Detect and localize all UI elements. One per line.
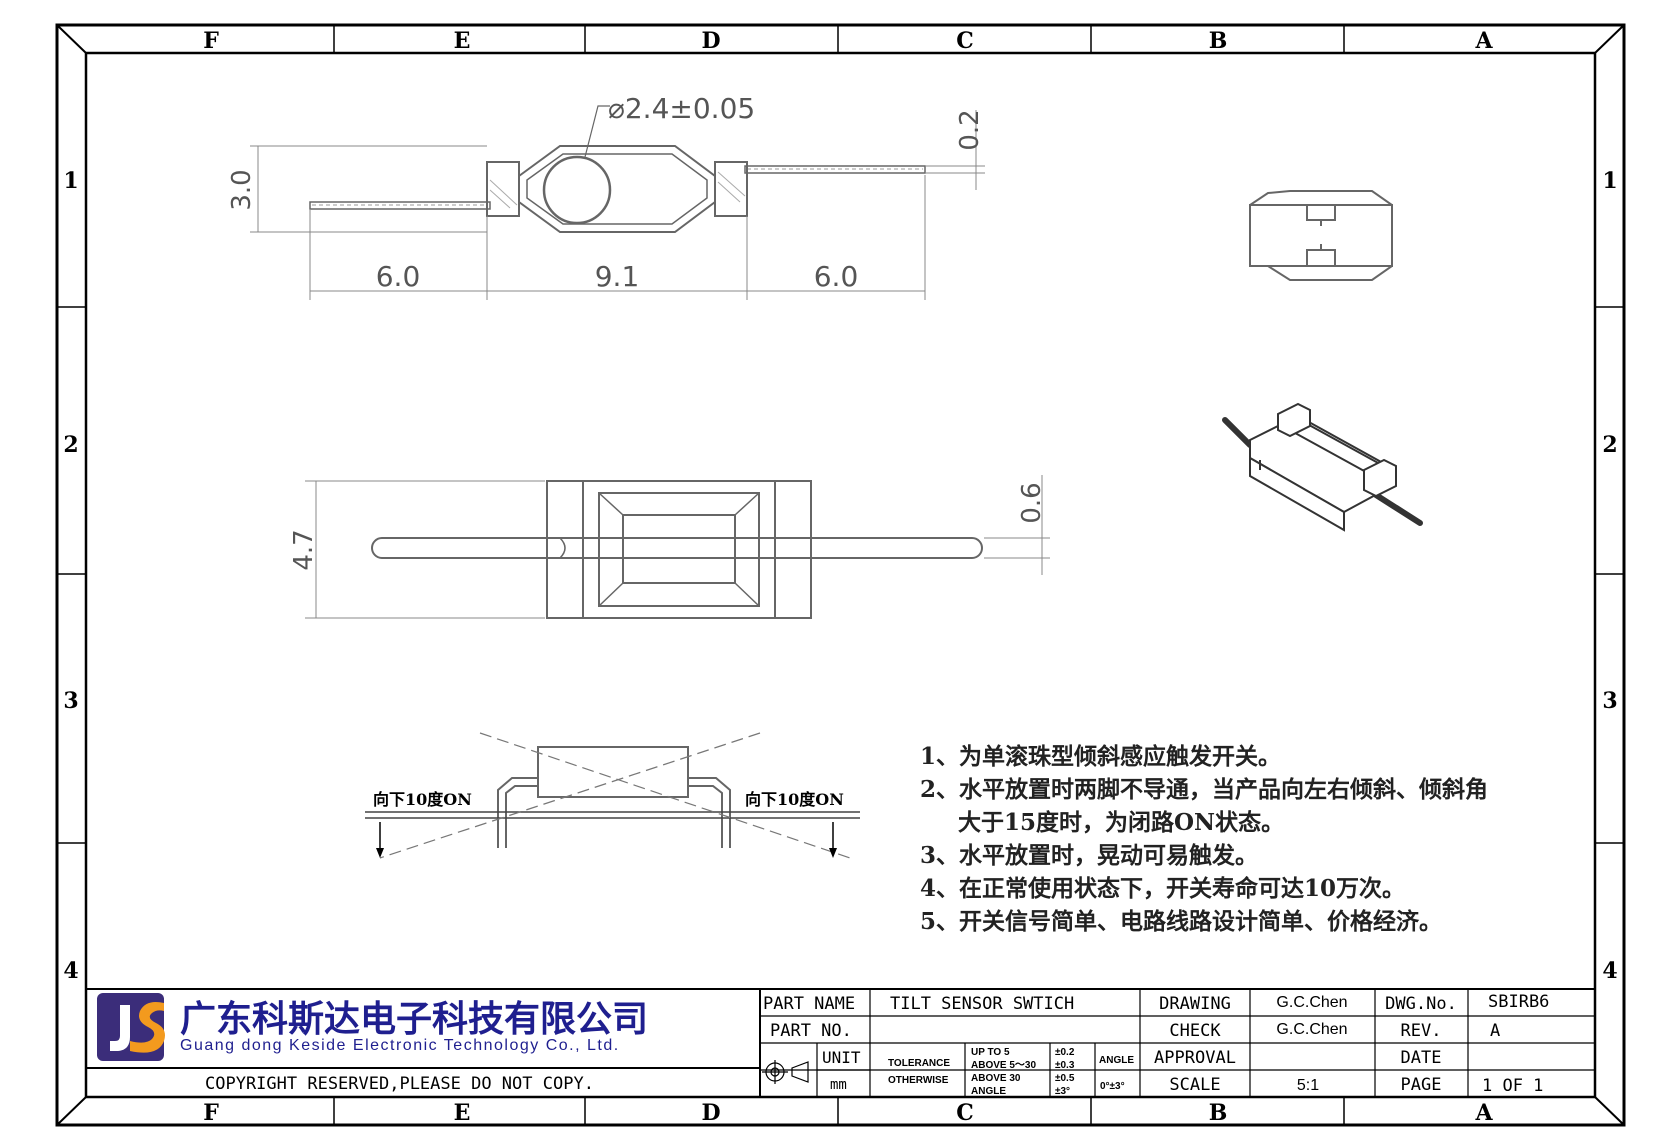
- company-logo-icon: [97, 993, 165, 1061]
- drawing-label: DRAWING: [1159, 994, 1231, 1014]
- column-label-top: F: [203, 28, 219, 54]
- end-view-drawing: [1249, 190, 1393, 281]
- tol-value: ±3°: [1055, 1086, 1070, 1097]
- spec-notes: 1、为单滚珠型倾斜感应触发开关。 2、水平放置时两脚不导通，当产品向左右倾斜、倾…: [920, 740, 1660, 938]
- column-label-top: B: [1209, 28, 1228, 54]
- tol-value: ±0.5: [1055, 1073, 1075, 1084]
- note-line: 5、开关信号简单、电路线路设计简单、价格经济。: [920, 908, 1443, 935]
- body-length-dim-label: 9.1: [595, 260, 640, 293]
- column-label-bottom: F: [203, 1100, 219, 1126]
- column-label-bottom: D: [701, 1100, 720, 1126]
- unit-value: mm: [830, 1077, 847, 1093]
- tilt-left-label: 向下10度ON: [373, 790, 472, 809]
- left-lead-dim-label: 6.0: [376, 260, 421, 293]
- lead-width-dim-label: 0.6: [1017, 482, 1047, 523]
- note-line: 大于15度时，为闭路ON状态。: [958, 809, 1285, 836]
- scale-value: 5:1: [1297, 1077, 1319, 1094]
- approval-label: APPROVAL: [1154, 1048, 1236, 1068]
- page-label: PAGE: [1401, 1075, 1442, 1095]
- note-line: 3、水平放置时，晃动可易触发。: [920, 842, 1259, 869]
- row-label-left: 2: [63, 432, 78, 458]
- column-label-top: E: [454, 28, 471, 54]
- row-label-right: 3: [1602, 688, 1617, 714]
- date-label: DATE: [1401, 1048, 1442, 1068]
- diameter-label: ⌀2.4±0.05: [608, 92, 755, 125]
- tol-value: ±0.3: [1055, 1060, 1075, 1071]
- company-name-cn: 广东科斯达电子科技有限公司: [180, 998, 648, 1039]
- tol-value: ±0.2: [1055, 1047, 1075, 1058]
- tol-range: ABOVE 5～30: [971, 1060, 1036, 1071]
- column-label-bottom: A: [1474, 1100, 1493, 1126]
- row-label-right: 4: [1602, 958, 1617, 984]
- row-label-left: 1: [63, 168, 78, 194]
- part-name-value: TILT SENSOR SWTICH: [890, 994, 1074, 1014]
- column-label-bottom: E: [454, 1100, 471, 1126]
- note-line: 4、在正常使用状态下，开关寿命可达10万次。: [920, 875, 1406, 902]
- plan-view-drawing: 4.7 0.6: [289, 475, 1050, 619]
- tol-range: ABOVE 30: [971, 1073, 1021, 1084]
- drawing-frame: F E D C B A F E D C B A 1 2 3 4 1 2 3 4: [55, 23, 1626, 1127]
- isometric-view-drawing: [1222, 402, 1423, 532]
- projection-symbol-icon: [762, 1060, 809, 1084]
- angle-label: ANGLE: [1099, 1055, 1134, 1066]
- dwg-no-value: SBIRB6: [1488, 992, 1549, 1012]
- tilt-right-label: 向下10度ON: [745, 790, 844, 809]
- lead-thickness-dim-label: 0.2: [955, 109, 985, 150]
- company-name-en: Guang dong Keside Electronic Technology …: [180, 1037, 620, 1054]
- title-block: 广东科斯达电子科技有限公司 Guang dong Keside Electron…: [86, 988, 1595, 1097]
- right-lead-dim-label: 6.0: [814, 260, 859, 293]
- part-name-label: PART NAME: [763, 994, 855, 1014]
- part-no-label: PART NO.: [770, 1021, 852, 1041]
- note-line: 2、水平放置时两脚不导通，当产品向左右倾斜、倾斜角: [920, 776, 1489, 803]
- tol-range: ANGLE: [971, 1086, 1006, 1097]
- dwg-no-label: DWG.No.: [1385, 994, 1457, 1014]
- drawing-value: G.C.Chen: [1276, 994, 1347, 1011]
- column-label-bottom: C: [956, 1100, 974, 1126]
- width-dim-label: 4.7: [289, 529, 319, 570]
- rev-label: REV.: [1401, 1021, 1442, 1041]
- column-label-bottom: B: [1209, 1100, 1228, 1126]
- row-label-left: 4: [63, 958, 78, 984]
- row-label-right: 2: [1602, 432, 1617, 458]
- tilt-view-drawing: 向下10度ON 向下10度ON: [365, 732, 860, 859]
- tol-range: UP TO 5: [971, 1047, 1010, 1058]
- copyright-notice: COPYRIGHT RESERVED,PLEASE DO NOT COPY.: [205, 1074, 594, 1094]
- check-label: CHECK: [1169, 1021, 1221, 1041]
- check-value: G.C.Chen: [1276, 1021, 1347, 1038]
- unit-label: UNIT: [822, 1048, 861, 1067]
- row-label-left: 3: [63, 688, 78, 714]
- column-label-top: D: [701, 28, 720, 54]
- row-label-right: 1: [1602, 168, 1617, 194]
- column-label-top: A: [1474, 28, 1493, 54]
- otherwise-label: OTHERWISE: [888, 1075, 949, 1086]
- rev-value: A: [1490, 1021, 1500, 1041]
- note-line: 1、为单滚珠型倾斜感应触发开关。: [920, 743, 1282, 770]
- page-value: 1 OF 1: [1482, 1076, 1543, 1096]
- side-view-drawing: ⌀2.4±0.05 3.0 0.2 6.0 9.1 6.0: [227, 92, 985, 300]
- tolerance-label: TOLERANCE: [888, 1058, 950, 1069]
- column-label-top: C: [956, 28, 974, 54]
- angle-value: 0°±3°: [1100, 1081, 1125, 1092]
- height-dim-label: 3.0: [227, 169, 257, 210]
- scale-label: SCALE: [1169, 1075, 1220, 1095]
